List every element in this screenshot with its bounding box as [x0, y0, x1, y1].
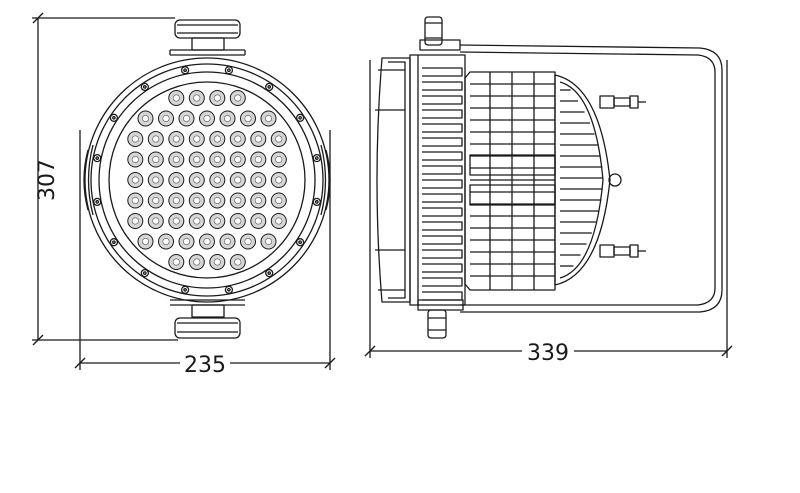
rear-cap: [554, 74, 622, 286]
housing-bolt: [140, 82, 149, 92]
body-fins: [422, 67, 463, 301]
housing-bolt: [93, 153, 102, 163]
housing-bolt: [295, 238, 305, 247]
front-view: [83, 19, 331, 339]
side-depth-dimension-label: 339: [527, 341, 569, 366]
housing-bolt: [93, 197, 102, 207]
side-depth-dimension: [364, 60, 733, 358]
connector-top: [599, 95, 646, 109]
bottom-mount-knob: [170, 299, 245, 339]
led-array: [127, 90, 287, 270]
mounting-yoke: [459, 44, 723, 313]
connector-bottom: [599, 244, 646, 258]
side-bottom-clamp: [417, 299, 464, 339]
housing-bolt: [109, 113, 119, 122]
housing-bolt: [224, 66, 234, 75]
side-view: [375, 16, 723, 339]
front-bezel: [375, 57, 411, 303]
height-dimension: [32, 12, 178, 346]
housing-bolt: [180, 285, 190, 294]
height-dimension-label: 307: [35, 159, 60, 201]
housing-bolt: [180, 66, 190, 75]
housing-bolt: [312, 197, 321, 207]
front-width-dimension-label: 235: [184, 353, 226, 378]
outer-housing-ring: [84, 57, 330, 303]
housing-bolt: [265, 82, 274, 92]
housing-bolt: [295, 113, 305, 122]
top-mount-knob: [169, 19, 246, 56]
side-top-clamp: [419, 16, 461, 51]
housing-bolt: [312, 153, 321, 163]
heat-sink: [464, 71, 556, 291]
perimeter-bolts: [93, 66, 321, 294]
lens-ring: [108, 81, 306, 279]
housing-bolt: [109, 238, 119, 247]
housing-bolt: [265, 268, 274, 278]
housing-bolt: [224, 285, 234, 294]
housing-bolt: [140, 268, 149, 278]
